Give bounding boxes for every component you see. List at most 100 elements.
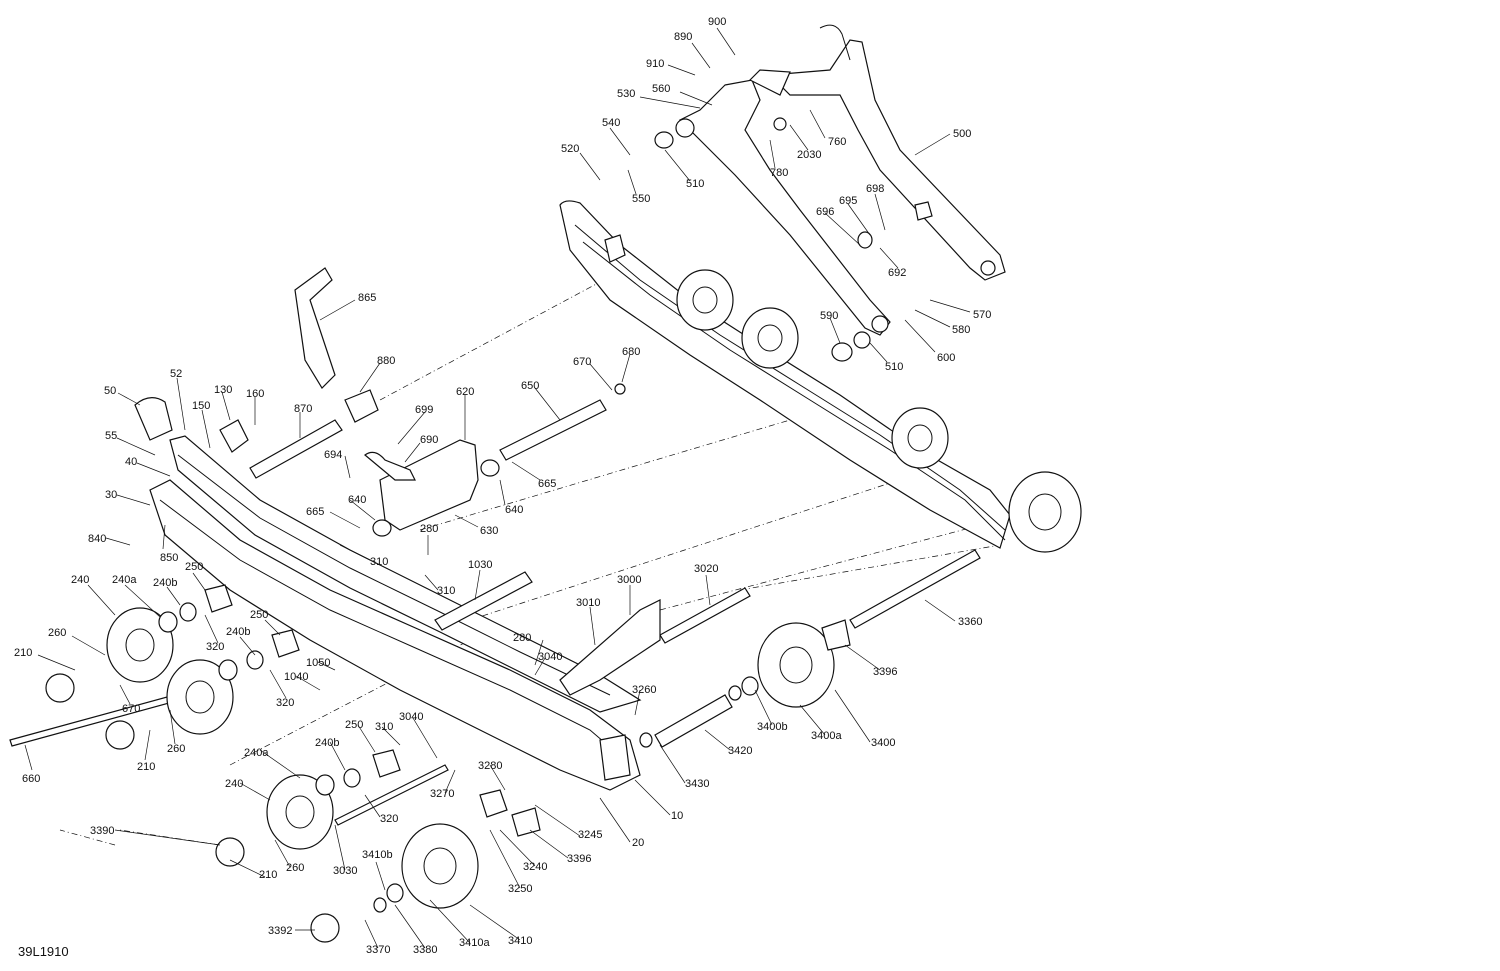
callout-3040-left: 3040 bbox=[399, 711, 423, 723]
callout-620: 620 bbox=[456, 386, 474, 398]
callout-260-second: 260 bbox=[167, 743, 185, 755]
callout-3020: 3020 bbox=[694, 563, 718, 575]
callout-570: 570 bbox=[973, 309, 991, 321]
callout-3000: 3000 bbox=[617, 574, 641, 586]
callout-3240: 3240 bbox=[523, 861, 547, 873]
callout-680: 680 bbox=[622, 346, 640, 358]
callout-640-right: 640 bbox=[505, 504, 523, 516]
callout-3410: 3410 bbox=[508, 935, 532, 947]
callout-910: 910 bbox=[646, 58, 664, 70]
callout-150: 150 bbox=[192, 400, 210, 412]
callout-3270: 3270 bbox=[430, 788, 454, 800]
callout-50: 50 bbox=[104, 385, 116, 397]
rail-rear bbox=[559, 200, 1011, 549]
callout-696: 696 bbox=[816, 206, 834, 218]
callout-580: 580 bbox=[952, 324, 970, 336]
callout-630: 630 bbox=[480, 525, 498, 537]
callout-530: 530 bbox=[617, 88, 635, 100]
callout-510-lower: 510 bbox=[885, 361, 903, 373]
callout-240-second: 240 bbox=[225, 778, 243, 790]
callout-160: 160 bbox=[246, 388, 264, 400]
callout-210-second: 210 bbox=[137, 761, 155, 773]
callout-865: 865 bbox=[358, 292, 376, 304]
callout-52: 52 bbox=[170, 368, 182, 380]
callout-590: 590 bbox=[820, 310, 838, 322]
callout-310-lower: 310 bbox=[375, 721, 393, 733]
callout-320-second: 320 bbox=[276, 697, 294, 709]
rail-front bbox=[149, 435, 642, 791]
callout-55: 55 bbox=[105, 430, 117, 442]
callout-880: 880 bbox=[377, 355, 395, 367]
callout-3396-left: 3396 bbox=[567, 853, 591, 865]
callout-250-second: 250 bbox=[250, 609, 268, 621]
callout-3370: 3370 bbox=[366, 944, 390, 956]
callout-3010: 3010 bbox=[576, 597, 600, 609]
callout-240b-first: 240b bbox=[153, 577, 177, 589]
callout-3430: 3430 bbox=[685, 778, 709, 790]
callout-labels: 900 890 910 530 560 540 520 550 510 780 … bbox=[14, 16, 991, 956]
diagram-code: 39L1910 bbox=[18, 944, 69, 959]
callout-540: 540 bbox=[602, 117, 620, 129]
callout-310-right: 310 bbox=[437, 585, 455, 597]
callout-560: 560 bbox=[652, 83, 670, 95]
callout-260-third: 260 bbox=[286, 862, 304, 874]
callout-320-third: 320 bbox=[380, 813, 398, 825]
callout-40: 40 bbox=[125, 456, 137, 468]
callout-3400: 3400 bbox=[871, 737, 895, 749]
callout-250-first: 250 bbox=[185, 561, 203, 573]
callout-3280: 3280 bbox=[478, 760, 502, 772]
callout-890: 890 bbox=[674, 31, 692, 43]
callout-1040: 1040 bbox=[284, 671, 308, 683]
callout-3396-right: 3396 bbox=[873, 666, 897, 678]
callout-1030: 1030 bbox=[468, 559, 492, 571]
cross-brackets bbox=[364, 439, 661, 696]
callout-692: 692 bbox=[888, 267, 906, 279]
callout-695: 695 bbox=[839, 195, 857, 207]
callout-240b-third: 240b bbox=[315, 737, 339, 749]
callout-130: 130 bbox=[214, 384, 232, 396]
leader-lines bbox=[24, 27, 971, 949]
callout-3410b: 3410b bbox=[362, 849, 393, 861]
callout-520: 520 bbox=[561, 143, 579, 155]
callout-280-lower: 280 bbox=[513, 632, 531, 644]
callout-500: 500 bbox=[953, 128, 971, 140]
callout-3030: 3030 bbox=[333, 865, 357, 877]
callout-3250: 3250 bbox=[508, 883, 532, 895]
callout-900: 900 bbox=[708, 16, 726, 28]
callout-550: 550 bbox=[632, 193, 650, 205]
callout-660: 660 bbox=[22, 773, 40, 785]
callout-260-first: 260 bbox=[48, 627, 66, 639]
callout-3390: 3390 bbox=[90, 825, 114, 837]
callout-840: 840 bbox=[88, 533, 106, 545]
callout-3400b: 3400b bbox=[757, 721, 788, 733]
callout-698: 698 bbox=[866, 183, 884, 195]
callout-670-upper: 670 bbox=[573, 356, 591, 368]
callout-240a-first: 240a bbox=[112, 574, 137, 586]
callout-600: 600 bbox=[937, 352, 955, 364]
callout-250-third: 250 bbox=[345, 719, 363, 731]
callout-3410a: 3410a bbox=[459, 937, 490, 949]
callout-670-lower: 670 bbox=[122, 703, 140, 715]
callout-1050: 1050 bbox=[306, 657, 330, 669]
callout-3380: 3380 bbox=[413, 944, 437, 956]
callout-30: 30 bbox=[105, 489, 117, 501]
rear-rail-wheels bbox=[676, 269, 1082, 553]
callout-3360: 3360 bbox=[958, 616, 982, 628]
callout-870: 870 bbox=[294, 403, 312, 415]
callout-3392: 3392 bbox=[268, 925, 292, 937]
callout-690: 690 bbox=[420, 434, 438, 446]
callout-310-left: 310 bbox=[370, 556, 388, 568]
callout-760: 760 bbox=[828, 136, 846, 148]
front-arm-510 bbox=[675, 69, 891, 336]
shafts bbox=[9, 399, 981, 826]
callout-694: 694 bbox=[324, 449, 342, 461]
callout-210-third: 210 bbox=[259, 869, 277, 881]
callout-3260: 3260 bbox=[632, 684, 656, 696]
callout-650: 650 bbox=[521, 380, 539, 392]
callout-3400a: 3400a bbox=[811, 730, 842, 742]
callout-10: 10 bbox=[671, 810, 683, 822]
callout-320-first: 320 bbox=[206, 641, 224, 653]
callout-2030: 2030 bbox=[797, 149, 821, 161]
callout-20: 20 bbox=[632, 837, 644, 849]
